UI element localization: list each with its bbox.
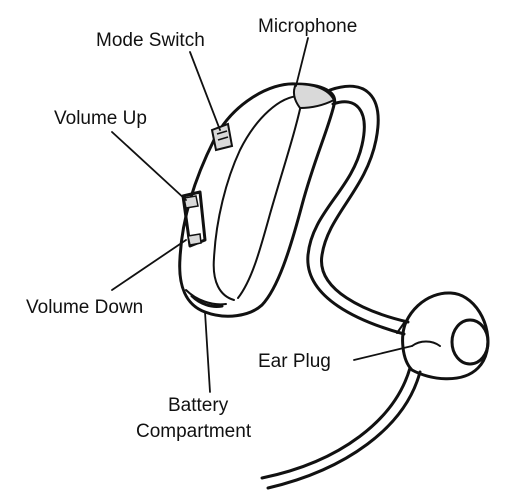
label-microphone: Microphone [258, 16, 357, 37]
hearing-aid-body [178, 82, 337, 318]
label-volume-down: Volume Down [26, 297, 143, 318]
label-volume-up: Volume Up [54, 108, 147, 129]
label-mode-switch: Mode Switch [96, 30, 205, 51]
label-battery-line2: Compartment [136, 421, 252, 442]
ear-plug [401, 291, 490, 381]
label-battery-line1: Battery [168, 395, 229, 416]
ear-plug-wire [260, 366, 422, 490]
mode-switch-button[interactable] [210, 122, 234, 152]
label-ear-plug: Ear Plug [258, 351, 331, 372]
volume-rocker[interactable] [181, 190, 207, 248]
leader-lines [111, 37, 413, 393]
sound-tube [306, 84, 410, 336]
